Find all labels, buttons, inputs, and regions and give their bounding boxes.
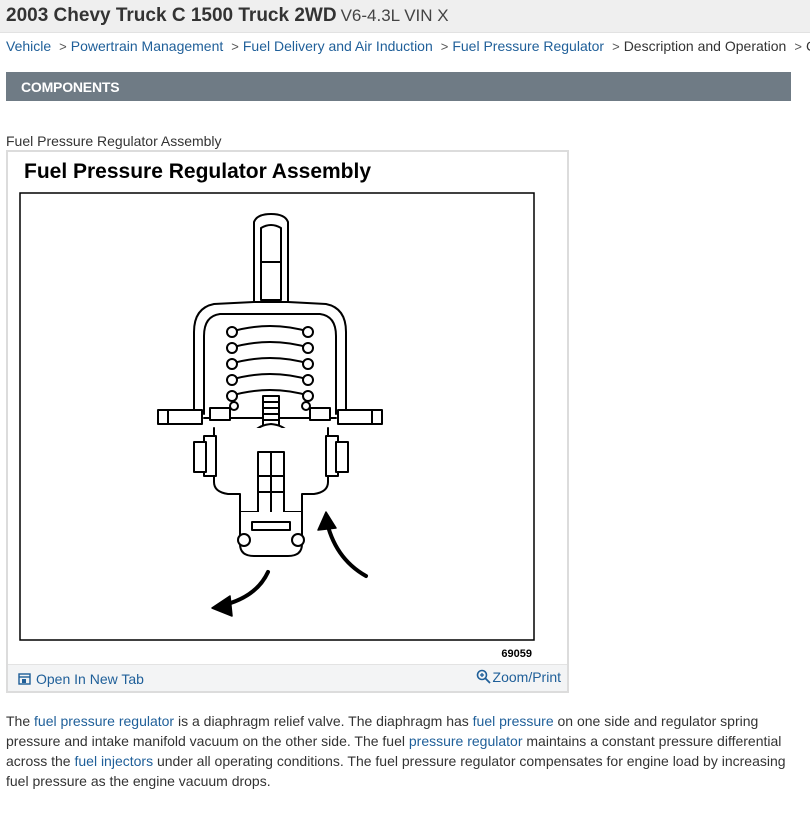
description-text: maintains a constant pressure differenti… — [6, 733, 782, 769]
open-new-tab-icon — [18, 672, 31, 688]
figure-container: Fuel Pressure Regulator Assembly 69059 — [6, 150, 569, 693]
link-fuel-pressure-regulator[interactable]: fuel pressure regulator — [34, 713, 175, 729]
fuel-pressure-regulator-diagram[interactable]: Fuel Pressure Regulator Assembly 69059 — [8, 152, 567, 664]
chevron-right-icon: > — [612, 39, 620, 54]
chevron-right-icon: > — [440, 39, 449, 54]
open-in-new-tab-button[interactable]: Open In New Tab — [18, 671, 144, 688]
open-in-new-tab-label: Open In New Tab — [36, 671, 144, 687]
engine-subtitle: V6-4.3L VIN X — [340, 6, 449, 25]
description-text: is a diaphragm relief valve. The diaphra… — [174, 713, 473, 729]
breadcrumb-powertrain-management[interactable]: Powertrain Management — [70, 38, 224, 54]
link-fuel-injectors[interactable]: fuel injectors — [74, 753, 154, 769]
section-title: COMPONENTS — [21, 79, 120, 95]
vehicle-title: 2003 Chevy Truck C 1500 Truck 2WD — [6, 5, 337, 26]
description-text: on one side and regulator spring pressur… — [6, 713, 759, 749]
breadcrumb-overflow: C — [806, 38, 810, 54]
description-text: The — [6, 713, 35, 729]
chevron-right-icon: > — [231, 39, 239, 54]
section-header: COMPONENTS — [6, 72, 791, 101]
link-fuel-pressure[interactable]: fuel pressure — [472, 713, 554, 729]
zoom-print-button[interactable]: Zoom/Print — [476, 669, 561, 687]
diagram-image-number: 69059 — [501, 648, 532, 660]
diagram-frame — [19, 192, 535, 641]
chevron-right-icon: > — [59, 39, 67, 54]
breadcrumb-fuel-pressure-regulator[interactable]: Fuel Pressure Regulator — [452, 38, 605, 54]
diagram-title: Fuel Pressure Regulator Assembly — [24, 160, 371, 183]
breadcrumb: Vehicle>Powertrain Management>Fuel Deliv… — [6, 38, 810, 56]
description-paragraph: The fuel pressure regulator is a diaphra… — [6, 711, 796, 791]
zoom-print-label: Zoom/Print — [492, 669, 561, 685]
breadcrumb-vehicle[interactable]: Vehicle — [6, 38, 52, 54]
breadcrumb-fuel-delivery[interactable]: Fuel Delivery and Air Induction — [242, 38, 433, 54]
magnifier-zoom-icon — [476, 669, 491, 687]
figure-footer: Open In New Tab Zoom/Print — [8, 664, 567, 691]
breadcrumb-current: Description and Operation — [623, 38, 787, 54]
regulator-drawing — [157, 213, 383, 617]
chevron-right-icon: > — [794, 39, 802, 54]
link-pressure-regulator[interactable]: pressure regulator — [408, 733, 523, 749]
description-text: under all operating conditions. The fuel… — [6, 753, 786, 789]
figure-caption: Fuel Pressure Regulator Assembly — [6, 133, 222, 149]
